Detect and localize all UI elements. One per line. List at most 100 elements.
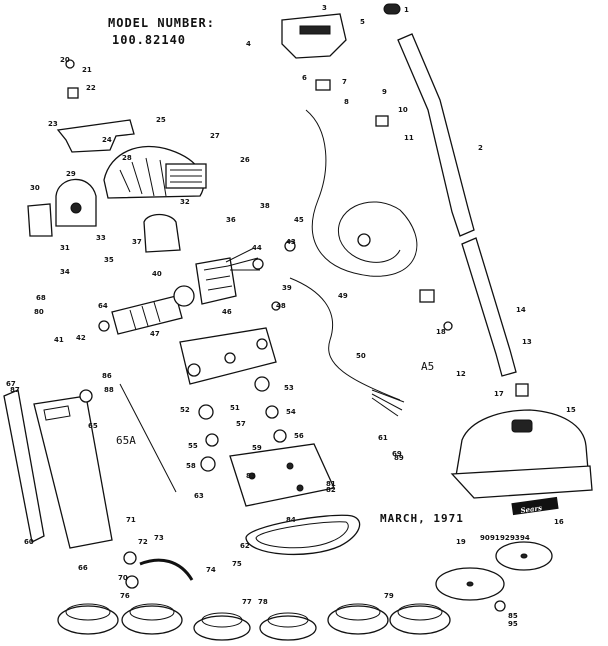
cord-wires <box>371 389 405 417</box>
callout-39: 39 <box>282 284 292 292</box>
callout-68: 68 <box>36 294 46 302</box>
hose-coupler <box>123 551 137 565</box>
callout-23: 23 <box>48 120 58 128</box>
callout-78: 78 <box>258 598 268 606</box>
cord-plug <box>357 233 371 247</box>
base-hole-1 <box>248 472 256 480</box>
fitting-70 <box>125 575 139 589</box>
terminal-44 <box>252 258 264 270</box>
callout-94: 94 <box>520 534 530 542</box>
bearing-e <box>200 456 216 472</box>
callout-87: 87 <box>10 386 20 394</box>
gear-hole-right <box>256 338 268 350</box>
pad-small-center <box>520 553 528 559</box>
callout-85: 85 <box>508 612 518 620</box>
armature <box>111 295 183 335</box>
base-plate <box>229 443 335 507</box>
label-65a: 65A <box>116 434 136 447</box>
brush-2-top <box>129 603 175 621</box>
callout-33: 33 <box>96 234 106 242</box>
callout-56: 56 <box>294 432 304 440</box>
callout-61: 61 <box>378 434 388 442</box>
callout-48: 48 <box>276 302 286 310</box>
callout-95: 95 <box>508 620 518 628</box>
switch-clip <box>375 115 389 127</box>
callout-1: 1 <box>404 6 409 14</box>
hood-switch <box>511 419 533 433</box>
callout-84: 84 <box>286 516 296 524</box>
bearing-f <box>273 429 287 443</box>
callout-20: 20 <box>60 56 70 64</box>
motor-windings <box>203 265 233 291</box>
callout-73: 73 <box>154 534 164 542</box>
brush-set <box>57 603 451 641</box>
callout-86: 86 <box>102 372 112 380</box>
callout-90: 90 <box>480 534 490 542</box>
callout-6: 6 <box>302 74 307 82</box>
callout-13: 13 <box>522 338 532 346</box>
callout-3: 3 <box>322 4 327 12</box>
motor-cord <box>289 277 401 401</box>
cord-clip <box>515 383 529 397</box>
knob-86 <box>79 389 93 403</box>
callout-30: 30 <box>30 184 40 192</box>
callout-75: 75 <box>232 560 242 568</box>
fan-hub <box>70 202 82 214</box>
callout-53: 53 <box>284 384 294 392</box>
gear-bracket <box>143 213 181 253</box>
callout-19: 19 <box>456 538 466 546</box>
washer-64 <box>98 320 110 332</box>
bracket-slot <box>299 25 331 35</box>
brush-6-top <box>397 603 443 621</box>
label-a5: A5 <box>421 360 434 373</box>
switch-housing <box>315 79 331 91</box>
hose <box>139 558 194 581</box>
callout-26: 26 <box>240 156 250 164</box>
screw-10 <box>443 321 453 331</box>
bumper-ring <box>245 514 361 555</box>
left-bracket <box>56 119 135 153</box>
callout-32: 32 <box>180 198 190 206</box>
callout-36: 36 <box>226 216 236 224</box>
callout-76: 76 <box>120 592 130 600</box>
callout-27: 27 <box>210 132 220 140</box>
brush-4 <box>259 615 317 641</box>
handle-bracket <box>281 13 347 59</box>
callout-34: 34 <box>60 268 70 276</box>
washer-20 <box>65 59 75 69</box>
callout-64: 64 <box>98 302 108 310</box>
bearing-b <box>205 433 219 447</box>
callout-37: 37 <box>132 238 142 246</box>
callout-69: 69 <box>392 450 402 458</box>
callout-77: 77 <box>242 598 252 606</box>
panel-slot <box>43 405 71 421</box>
gear-hole-left <box>187 363 201 377</box>
bearing-a <box>198 404 214 420</box>
callout-15: 15 <box>566 406 576 414</box>
fan-bracket <box>27 203 53 237</box>
callout-41: 41 <box>54 336 64 344</box>
callout-11: 11 <box>404 134 414 142</box>
callout-18: 18 <box>436 328 446 336</box>
armature-core <box>129 301 161 331</box>
motor-leads <box>225 247 260 271</box>
callout-47: 47 <box>150 330 160 338</box>
brush-3-top <box>201 612 243 628</box>
callout-51: 51 <box>230 404 240 412</box>
callout-17: 17 <box>494 390 504 398</box>
brand-badge: Sears <box>511 496 559 516</box>
bearing-d <box>265 405 279 419</box>
brush-1-top <box>65 603 111 621</box>
handle-upper-tube <box>397 33 475 237</box>
hood <box>455 409 589 477</box>
callout-91: 91 <box>490 534 500 542</box>
callout-49: 49 <box>338 292 348 300</box>
power-cord <box>305 109 418 277</box>
pad-large-center <box>466 581 474 587</box>
switch-plate <box>419 289 435 303</box>
callout-66: 66 <box>78 564 88 572</box>
brush-4-top <box>267 612 309 628</box>
callout-89: 89 <box>394 454 404 462</box>
